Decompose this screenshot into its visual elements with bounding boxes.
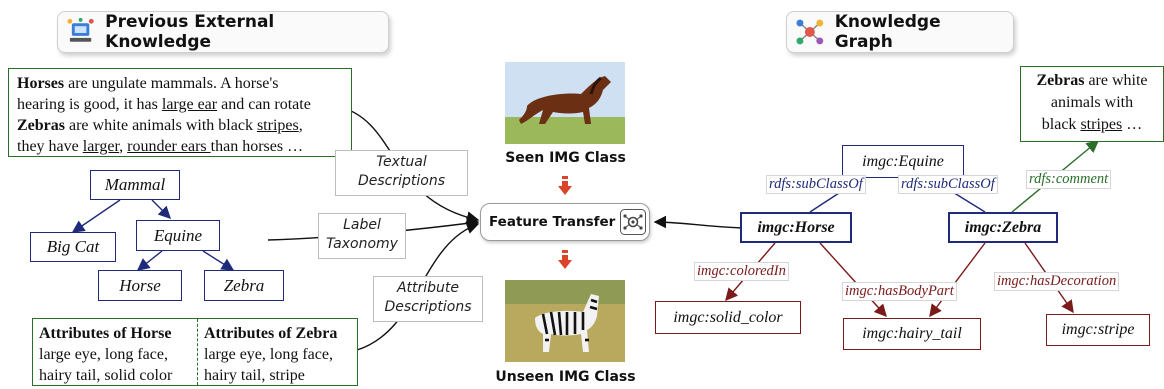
kg-comment-box: Zebras are white animals with black stri… [1020, 66, 1164, 142]
seen-horse-image [505, 62, 625, 144]
kg-edge-label-has-body-part: imgc:hasBodyPart [842, 282, 957, 301]
attributes-horse-column: Attributes of Horse large eye, long face… [33, 319, 198, 385]
header-knowledge-graph: Knowledge Graph [786, 11, 1014, 53]
taxonomy-node-horse: Horse [98, 270, 182, 301]
down-arrow-icon [558, 250, 572, 269]
unseen-zebra-image [505, 280, 625, 362]
feature-transfer-node: Feature Transfer [480, 203, 650, 241]
neural-network-icon [620, 209, 647, 235]
taxonomy-node-zebra: Zebra [204, 270, 284, 301]
seen-img-class-caption: Seen IMG Class [505, 150, 626, 166]
zebra-photo [505, 280, 625, 362]
attributes-horse-line: large eye, long face, [39, 346, 168, 363]
attribute-descriptions-box: Attributes of Horse large eye, long face… [32, 318, 358, 386]
attributes-horse-title: Attributes of Horse [39, 325, 172, 342]
attributes-zebra-title: Attributes of Zebra [204, 325, 338, 342]
taxonomy-node-mammal: Mammal [90, 170, 180, 200]
kg-node-equine: imgc:Equine [842, 145, 964, 178]
kg-edges-red [725, 242, 1074, 318]
kg-node-hairy-tail: imgc:hairy_tail [843, 318, 981, 350]
kg-edge-label-subclass: rdfs:subClassOf [898, 175, 998, 194]
kg-edge-label-subclass: rdfs:subClassOf [766, 175, 866, 194]
kg-edge-label-has-decoration: imgc:hasDecoration [994, 272, 1120, 291]
taxonomy-node-big-cat: Big Cat [30, 232, 116, 262]
kg-node-stripe: imgc:stripe [1046, 314, 1150, 346]
kg-node-solid-color: imgc:solid_color [655, 301, 801, 334]
kg-edge-label-comment: rdfs:comment [1026, 170, 1112, 189]
textual-descriptions-box: Horses are ungulate mammals. A horse's h… [8, 68, 352, 157]
taxonomy-edges [71, 199, 235, 271]
taxonomy-node-equine: Equine [136, 220, 220, 251]
header-previous-knowledge-title: Previous External Knowledge [105, 12, 275, 52]
kg-node-horse: imgc:Horse [740, 212, 852, 243]
header-previous-knowledge: Previous External Knowledge [57, 11, 389, 53]
knowledge-source-icon [67, 17, 94, 42]
attributes-zebra-column: Attributes of Zebra large eye, long face… [198, 319, 357, 385]
knowledge-graph-icon [796, 19, 824, 45]
attributes-horse-line: hairy tail, solid color [39, 367, 173, 384]
unseen-img-class-caption: Unseen IMG Class [495, 369, 636, 385]
attributes-zebra-line: hairy tail, stripe [204, 367, 305, 384]
horse-photo [505, 62, 625, 144]
attributes-zebra-line: large eye, long face, [204, 346, 333, 363]
header-knowledge-graph-title: Knowledge Graph [834, 12, 941, 52]
feature-transfer-label: Feature Transfer [489, 214, 616, 230]
kg-edge-label-colored-in: imgc:coloredIn [694, 262, 789, 281]
kg-node-zebra: imgc:Zebra [948, 212, 1058, 243]
down-arrow-icon [558, 176, 572, 195]
